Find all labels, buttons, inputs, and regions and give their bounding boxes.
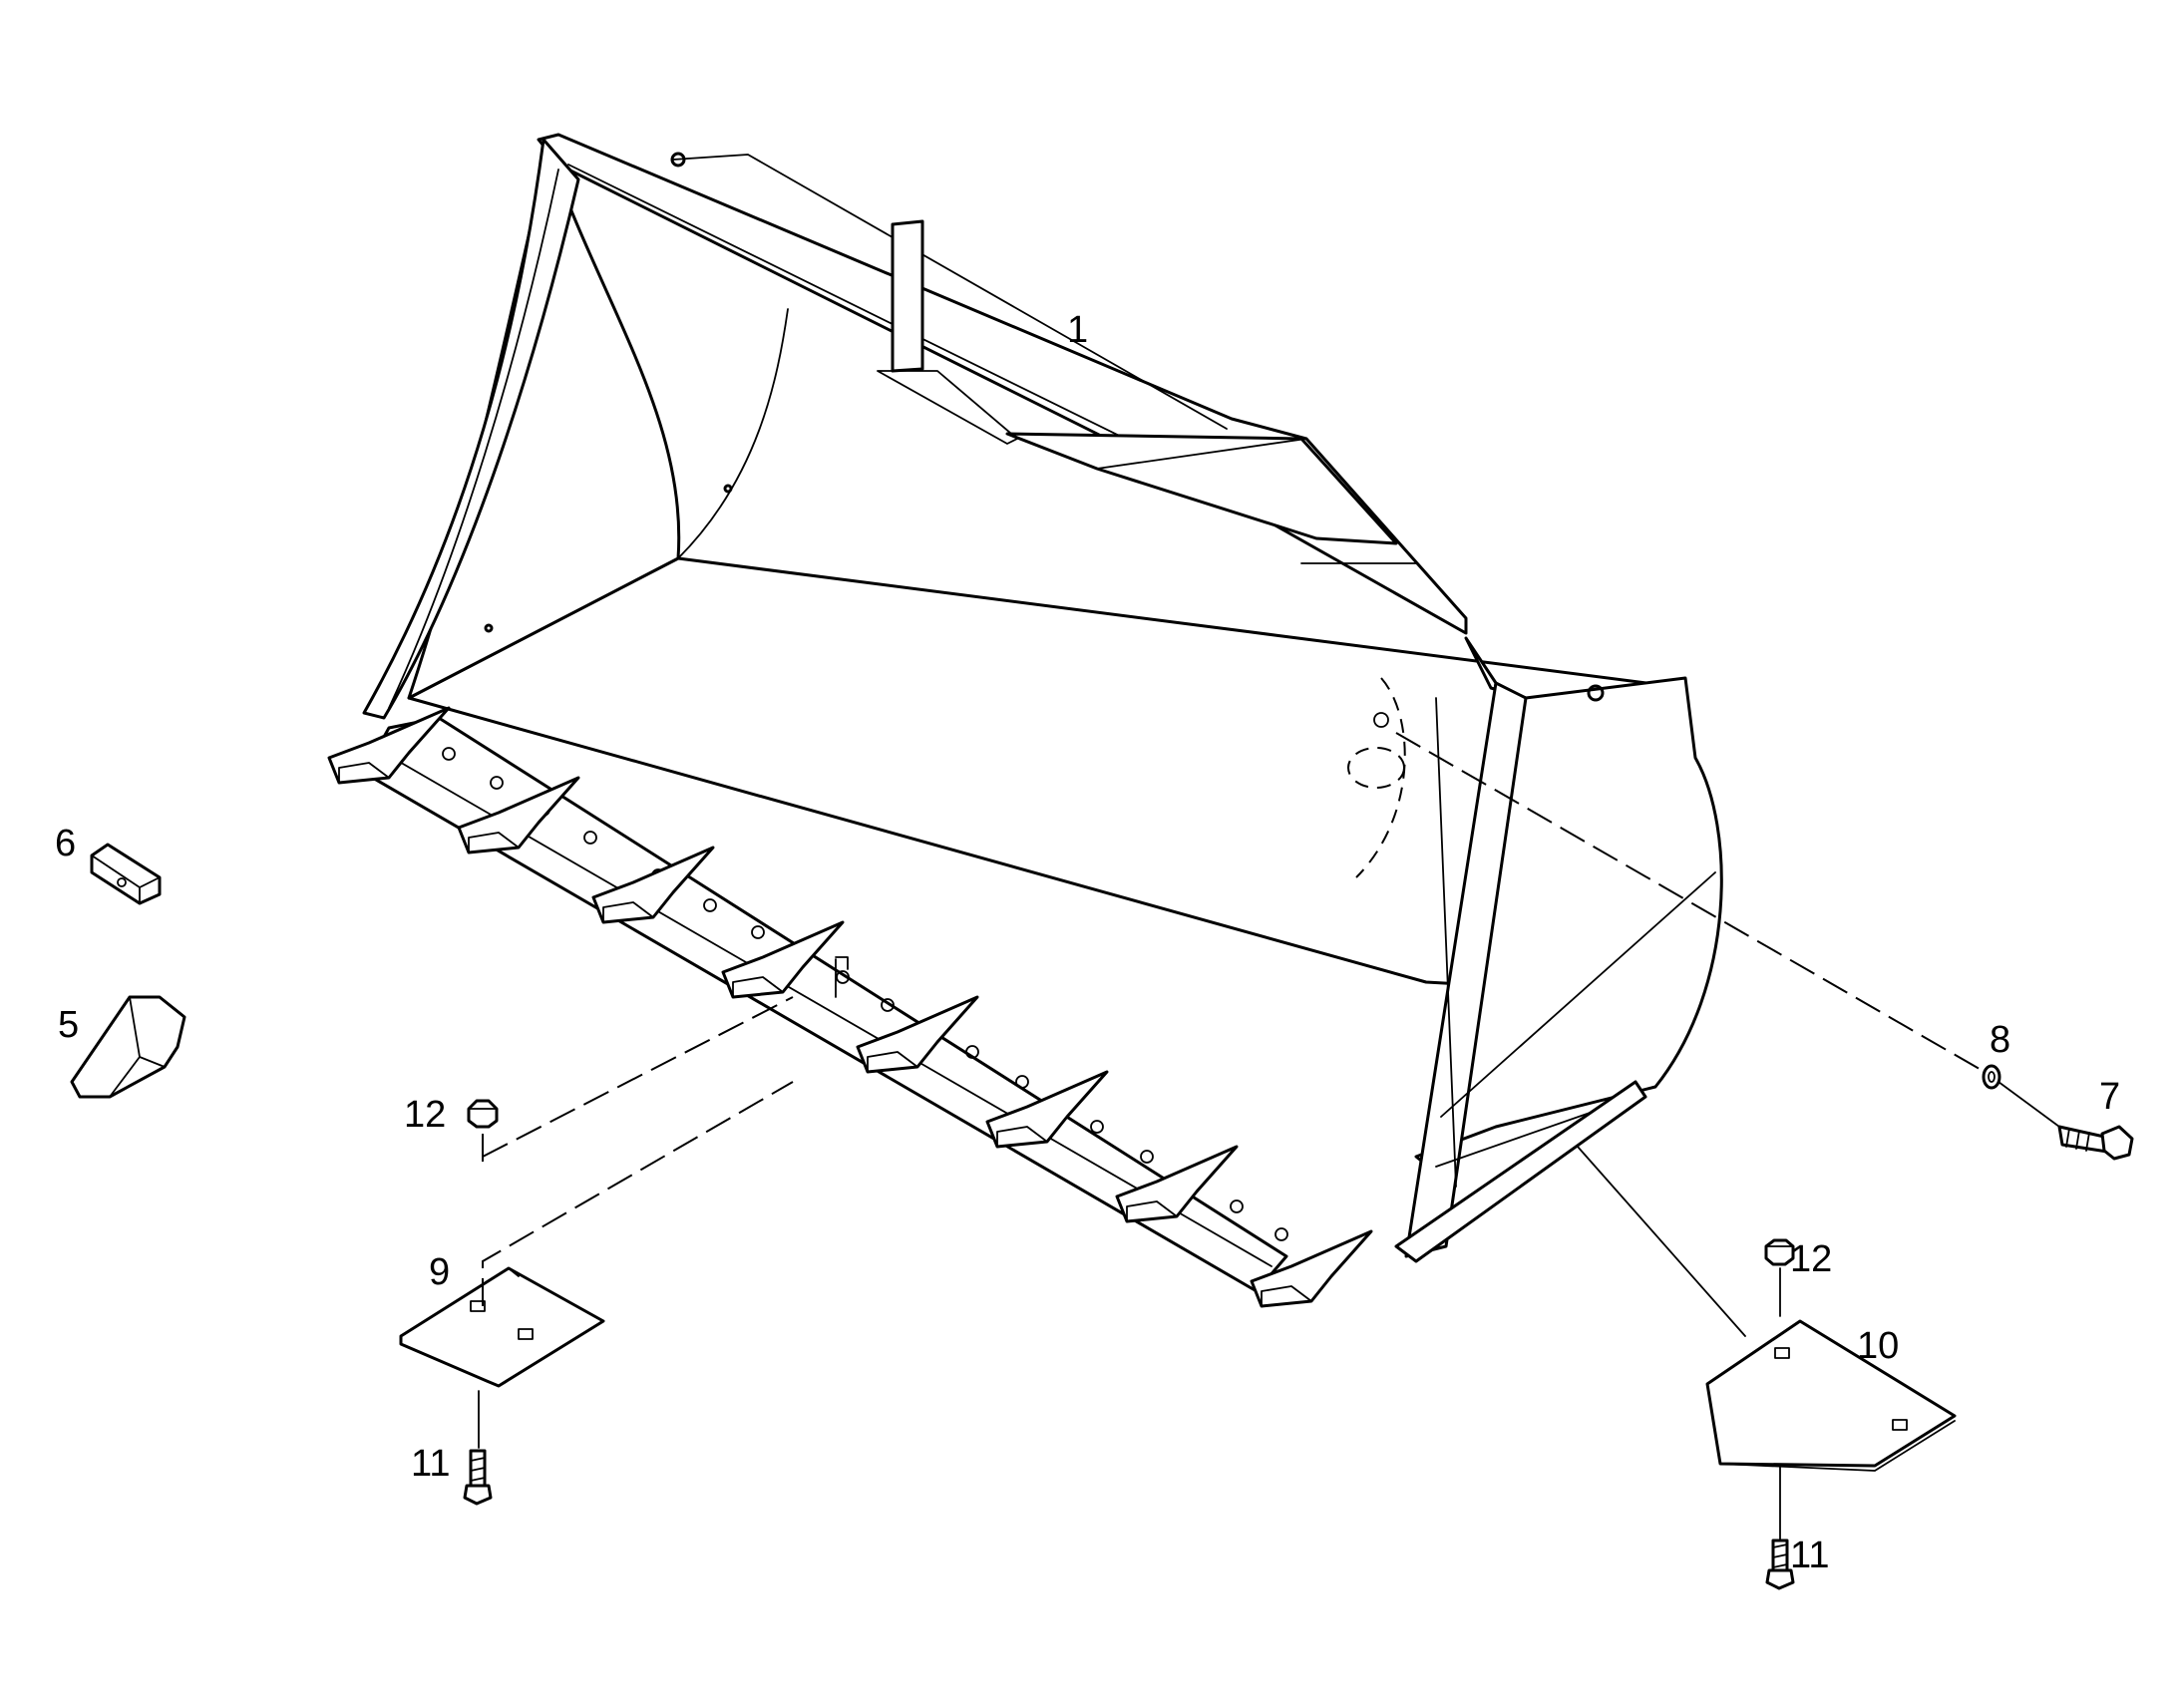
callout-6: 6	[55, 823, 76, 864]
bolt-left-part	[463, 1449, 493, 1506]
tooth	[457, 776, 580, 854]
tooth	[856, 995, 979, 1074]
bucket	[362, 133, 1723, 1263]
tooth	[721, 920, 845, 999]
bolt-side-part	[2057, 1125, 2134, 1161]
nut-left-part	[467, 1099, 499, 1129]
callout-11-left: 11	[411, 1443, 450, 1485]
assembly-lines	[478, 732, 2060, 1541]
callout-7: 7	[2099, 1076, 2120, 1118]
wear-plate-left-part	[399, 1266, 605, 1388]
tooth-pin-part	[90, 843, 162, 905]
nut-right-part	[1764, 1238, 1795, 1266]
tooth	[327, 706, 451, 785]
callout-10: 10	[1857, 1325, 1899, 1367]
wear-plate-right-part	[1705, 1319, 1957, 1472]
bolt-right-part	[1765, 1538, 1795, 1590]
tooth	[1115, 1145, 1239, 1223]
callouts: 1 5 6 7 8 9 10 11 11 12 12	[55, 309, 2120, 1576]
callout-12-right: 12	[1790, 1238, 1832, 1280]
tooth	[1250, 1229, 1373, 1308]
washer-part	[1982, 1064, 2001, 1090]
tooth	[985, 1070, 1109, 1149]
callout-11-right: 11	[1790, 1535, 1829, 1576]
callout-1: 1	[1067, 309, 1088, 351]
tooth-tip-part	[70, 995, 186, 1099]
bucket-teeth	[327, 706, 1373, 1308]
callout-5: 5	[58, 1004, 79, 1046]
callout-8: 8	[1990, 1019, 2010, 1061]
tooth	[591, 846, 715, 924]
callout-9: 9	[429, 1251, 450, 1293]
callout-12-left: 12	[404, 1094, 446, 1136]
